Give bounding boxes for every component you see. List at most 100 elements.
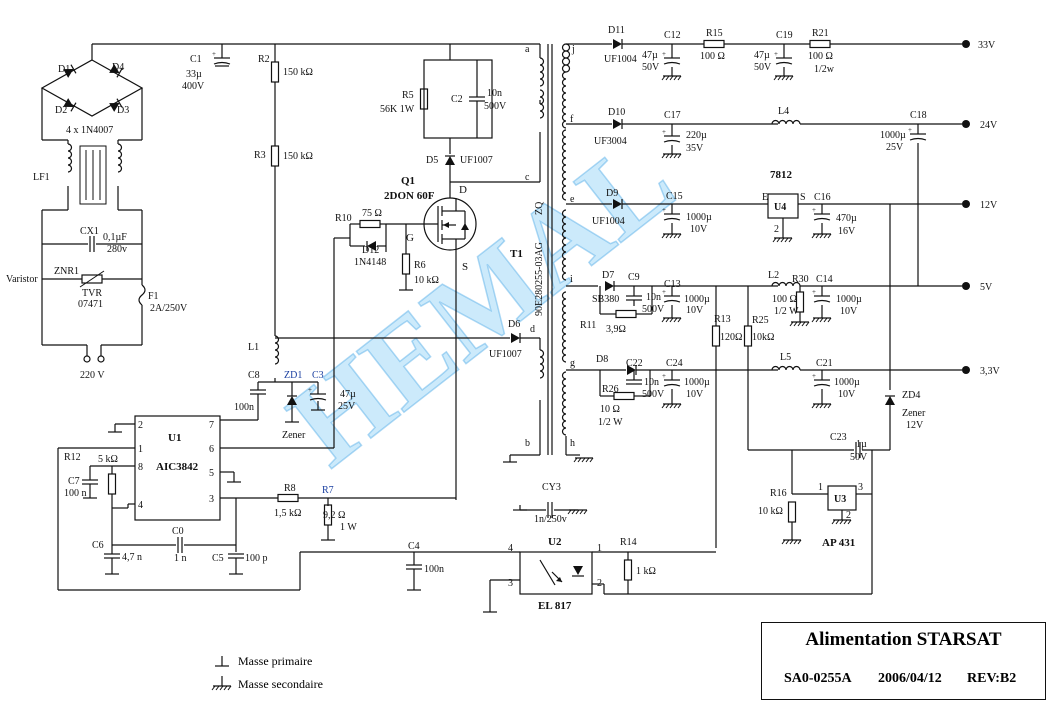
r14-value: 1 kΩ (636, 566, 656, 577)
d12-value: 1N4148 (354, 257, 386, 268)
r2-resistor (270, 61, 280, 83)
r6-value: 10 kΩ (414, 275, 439, 286)
c9-voltage: 500V (642, 304, 665, 315)
zd4-zener (884, 395, 896, 406)
u1-pin6: 6 (209, 444, 214, 455)
lf1-coil-left (67, 143, 73, 173)
r3-resistor (270, 145, 280, 167)
legend-primary: Masse primaire (238, 654, 313, 668)
r21-resistor (809, 39, 831, 49)
r2-label: R2 (258, 54, 270, 65)
d6-label: D6 (508, 319, 520, 330)
pin-c: c (525, 172, 530, 183)
u2-pin3: 3 (508, 578, 513, 589)
r10-value: 75 Ω (362, 208, 382, 219)
u2-pin4: 4 (508, 543, 513, 554)
pin-b: b (525, 438, 530, 449)
c21-voltage: 10V (838, 389, 856, 400)
c7-label: C7 (68, 476, 80, 487)
r21-power: 1/2w (814, 64, 835, 75)
d8-label: D8 (596, 354, 608, 365)
c15-voltage: 10V (690, 224, 708, 235)
d11-value: UF1004 (604, 54, 637, 65)
output-24v: 24V (980, 120, 998, 131)
r5-value: 56K 1W (380, 104, 415, 115)
c13-voltage: 10V (686, 305, 704, 316)
c9-label: C9 (628, 272, 640, 283)
c8-capacitor (249, 389, 267, 395)
u1-label: U1 (168, 432, 181, 444)
t1-code: ZQ (534, 201, 545, 215)
c1-label: C1 (190, 54, 202, 65)
r25-label: R25 (752, 315, 769, 326)
u1-pin1: 1 (138, 444, 143, 455)
q1-drain-label: D (459, 184, 467, 196)
u4-s-pin: S (800, 192, 806, 203)
c18-capacitor (907, 125, 927, 141)
znr1-value: TVR (82, 288, 102, 299)
zd4-voltage: 12V (906, 420, 924, 431)
l2-label: L2 (768, 270, 779, 281)
c12-voltage: 50V (642, 62, 660, 73)
u1-value: AIC3842 (156, 461, 199, 473)
r14-resistor (623, 559, 633, 581)
c1-value: 33µ (186, 69, 202, 80)
c6-label: C6 (92, 540, 104, 551)
c18-label: C18 (910, 110, 927, 121)
r3-value: 150 kΩ (283, 151, 313, 162)
legend-secondary: Masse secondaire (238, 677, 323, 691)
u3-pin3: 3 (858, 482, 863, 493)
c17-label: C17 (664, 110, 681, 121)
r12-label: R12 (64, 452, 81, 463)
ground-legend (211, 656, 232, 691)
c19-capacitor (773, 49, 793, 65)
u3-pin2: 2 (846, 510, 851, 521)
r7-power: 1 W (340, 522, 357, 533)
pin-i: i (570, 274, 573, 285)
c3-value: 47µ (340, 389, 356, 400)
r10-label: R10 (335, 213, 352, 224)
r13-label: R13 (714, 314, 731, 325)
d5-label: D5 (426, 155, 438, 166)
r26-value: 10 Ω (600, 404, 620, 415)
r16-label: R16 (770, 488, 787, 499)
d11-diode (612, 38, 623, 50)
c1-capacitor (211, 49, 231, 65)
c5-label: C5 (212, 553, 224, 564)
r15-value: 100 Ω (700, 51, 725, 62)
c8-value: 100n (234, 402, 254, 413)
c3-label: C3 (312, 370, 324, 381)
u3-label: U3 (834, 494, 846, 505)
u1-pin8: 8 (138, 462, 143, 473)
c14-value: 1000µ (836, 294, 862, 305)
pin-a: a (525, 44, 530, 55)
zd4-label: ZD4 (902, 390, 920, 401)
cy3-value: 1n/250v (534, 514, 567, 525)
title-block-date: 2006/04/12 (878, 671, 942, 686)
r25-resistor (743, 325, 753, 347)
c9-capacitor (625, 295, 643, 301)
bridge-rectifier (40, 59, 144, 117)
c17-capacitor (661, 127, 681, 143)
pin-g: g (570, 358, 575, 369)
c16-value: 470µ (836, 213, 857, 224)
c24-capacitor (661, 371, 681, 387)
c23-value: 1µ (856, 439, 867, 450)
c4-label: C4 (408, 541, 420, 552)
c22-capacitor (625, 379, 643, 385)
c18-voltage: 25V (886, 142, 904, 153)
pin-d: d (530, 324, 535, 335)
title-block-rev: REV:B2 (967, 671, 1017, 686)
r21-label: R21 (812, 28, 829, 39)
title-block-ref: SA0-0255A (784, 671, 852, 686)
f1-value: 2A/250V (150, 303, 188, 314)
r8-value: 1,5 kΩ (274, 508, 301, 519)
cy3-label: CY3 (542, 482, 561, 493)
c22-value: 10n (644, 377, 659, 388)
c21-capacitor (811, 371, 831, 387)
r7-label: R7 (322, 485, 334, 496)
c16-capacitor (811, 205, 831, 221)
r11-value: 3,9Ω (606, 324, 626, 335)
r15-resistor (703, 39, 725, 49)
u4-e-pin: E (762, 192, 768, 203)
